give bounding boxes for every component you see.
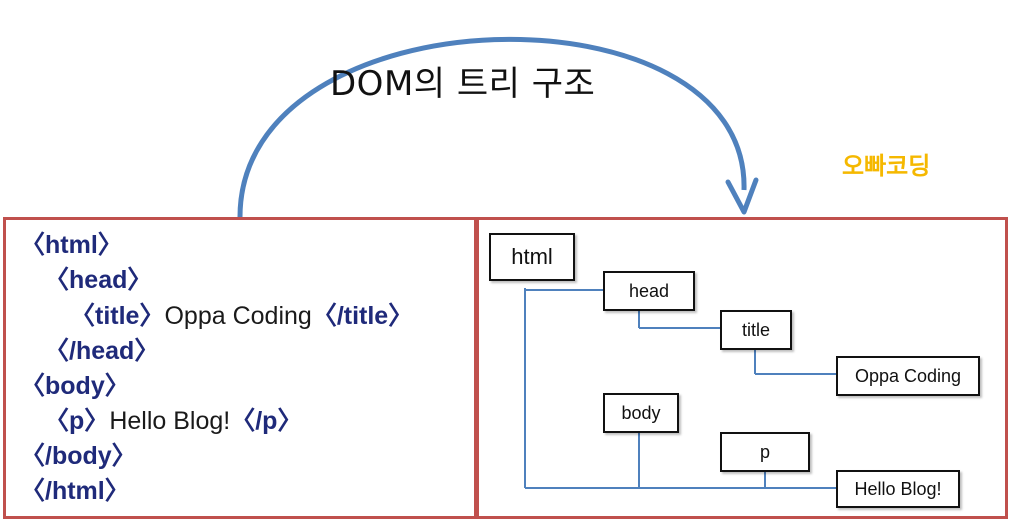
tag-name: p	[262, 407, 278, 435]
node-hello-blog: Hello Blog!	[836, 470, 960, 508]
code-line-body-close: 〈/body〉	[20, 441, 137, 471]
node-label: body	[621, 402, 661, 423]
node-title: title	[720, 310, 792, 350]
code-line-p: 〈p〉Hello Blog!〈/p〉	[44, 406, 302, 436]
node-label: head	[628, 280, 670, 301]
text-content: Hello Blog!	[109, 407, 231, 435]
bracket: 〈/	[20, 442, 52, 470]
bracket: 〉	[127, 266, 153, 294]
node-label: p	[759, 441, 770, 462]
tag-name: html	[51, 477, 105, 505]
code-line-body-open: 〈body〉	[20, 371, 130, 401]
node-label: title	[741, 319, 770, 340]
bracket: 〈	[70, 302, 96, 330]
tag-name: head	[69, 266, 128, 294]
code-line-html-open: 〈html〉	[20, 230, 123, 260]
brand-label: 오빠코딩	[842, 152, 931, 180]
bracket: 〈/	[20, 477, 52, 505]
bracket: 〈/	[230, 407, 263, 435]
node-p: p	[720, 432, 810, 472]
code-line-title: 〈title〉Oppa Coding〈/title〉	[70, 301, 413, 331]
tag-name: title	[95, 302, 140, 330]
code-line-head-open: 〈head〉	[44, 265, 152, 295]
node-body: body	[603, 393, 679, 433]
diagram-title: DOM의 트리 구조	[330, 64, 596, 104]
bracket: 〉	[134, 337, 160, 365]
bracket: 〉	[111, 442, 137, 470]
bracket: 〈	[44, 266, 70, 294]
bracket: 〈	[20, 372, 46, 400]
node-label: Hello Blog!	[854, 478, 942, 499]
bracket: 〈	[44, 407, 70, 435]
curved-arrow-path	[237, 36, 747, 218]
tag-name: p	[69, 407, 85, 435]
tag-name: html	[45, 231, 98, 259]
bracket: 〈/	[311, 302, 344, 330]
node-label: Oppa Coding	[854, 365, 962, 386]
code-line-html-close: 〈/html〉	[20, 476, 130, 506]
node-label: html	[511, 244, 553, 269]
tag-name: body	[51, 442, 112, 470]
curved-arrow-head	[725, 177, 759, 215]
bracket: 〈	[20, 231, 46, 259]
bracket: 〈/	[44, 337, 76, 365]
text-content: Oppa Coding	[164, 302, 312, 330]
tag-name: head	[75, 337, 135, 365]
tree-panel: html head title Oppa Coding body p Hello…	[476, 217, 1008, 519]
node-oppa-coding: Oppa Coding	[836, 356, 980, 396]
bracket: 〉	[388, 302, 414, 330]
node-html: html	[489, 233, 575, 281]
bracket: 〉	[97, 231, 123, 259]
tag-name: title	[343, 302, 389, 330]
tag-name: body	[45, 372, 105, 400]
bracket: 〉	[84, 407, 110, 435]
bracket: 〉	[104, 477, 130, 505]
code-line-head-close: 〈/head〉	[44, 336, 159, 366]
bracket: 〉	[139, 302, 165, 330]
code-panel: 〈html〉 〈head〉 〈title〉Oppa Coding〈/title〉…	[3, 217, 477, 519]
bracket: 〉	[277, 407, 303, 435]
bracket: 〉	[104, 372, 130, 400]
node-head: head	[603, 271, 695, 311]
